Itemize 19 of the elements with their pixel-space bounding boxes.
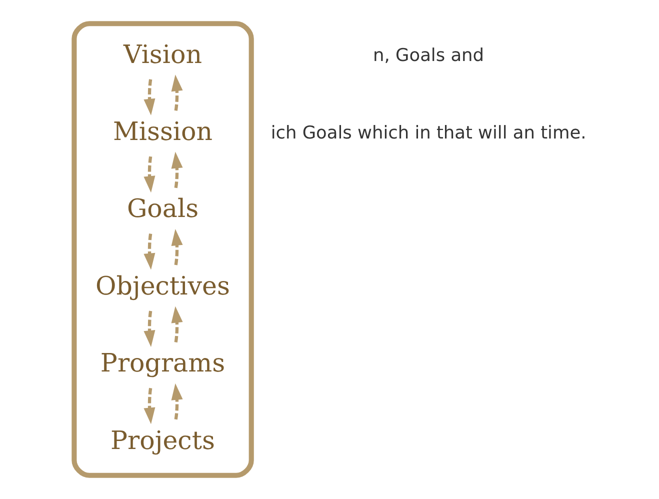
node-text: Goals [126,194,199,224]
node-text: Programs [100,348,226,378]
arrow [171,152,183,188]
arrow [144,310,156,347]
node-text: Projects [110,426,216,455]
label: ich Goals which in that will an time. [270,123,586,144]
arrow [171,229,183,266]
arrow [171,383,183,420]
arrow [144,79,156,116]
arrow [144,388,156,424]
arrow [171,306,183,342]
node-text: Vision [124,40,202,69]
node-text: Mission [112,117,213,146]
label: n, Goals and [373,46,484,66]
node-text: Objectives [96,271,230,300]
arrow [144,156,156,193]
arrow [144,234,156,270]
arrow [171,74,183,111]
cluster [72,21,254,478]
